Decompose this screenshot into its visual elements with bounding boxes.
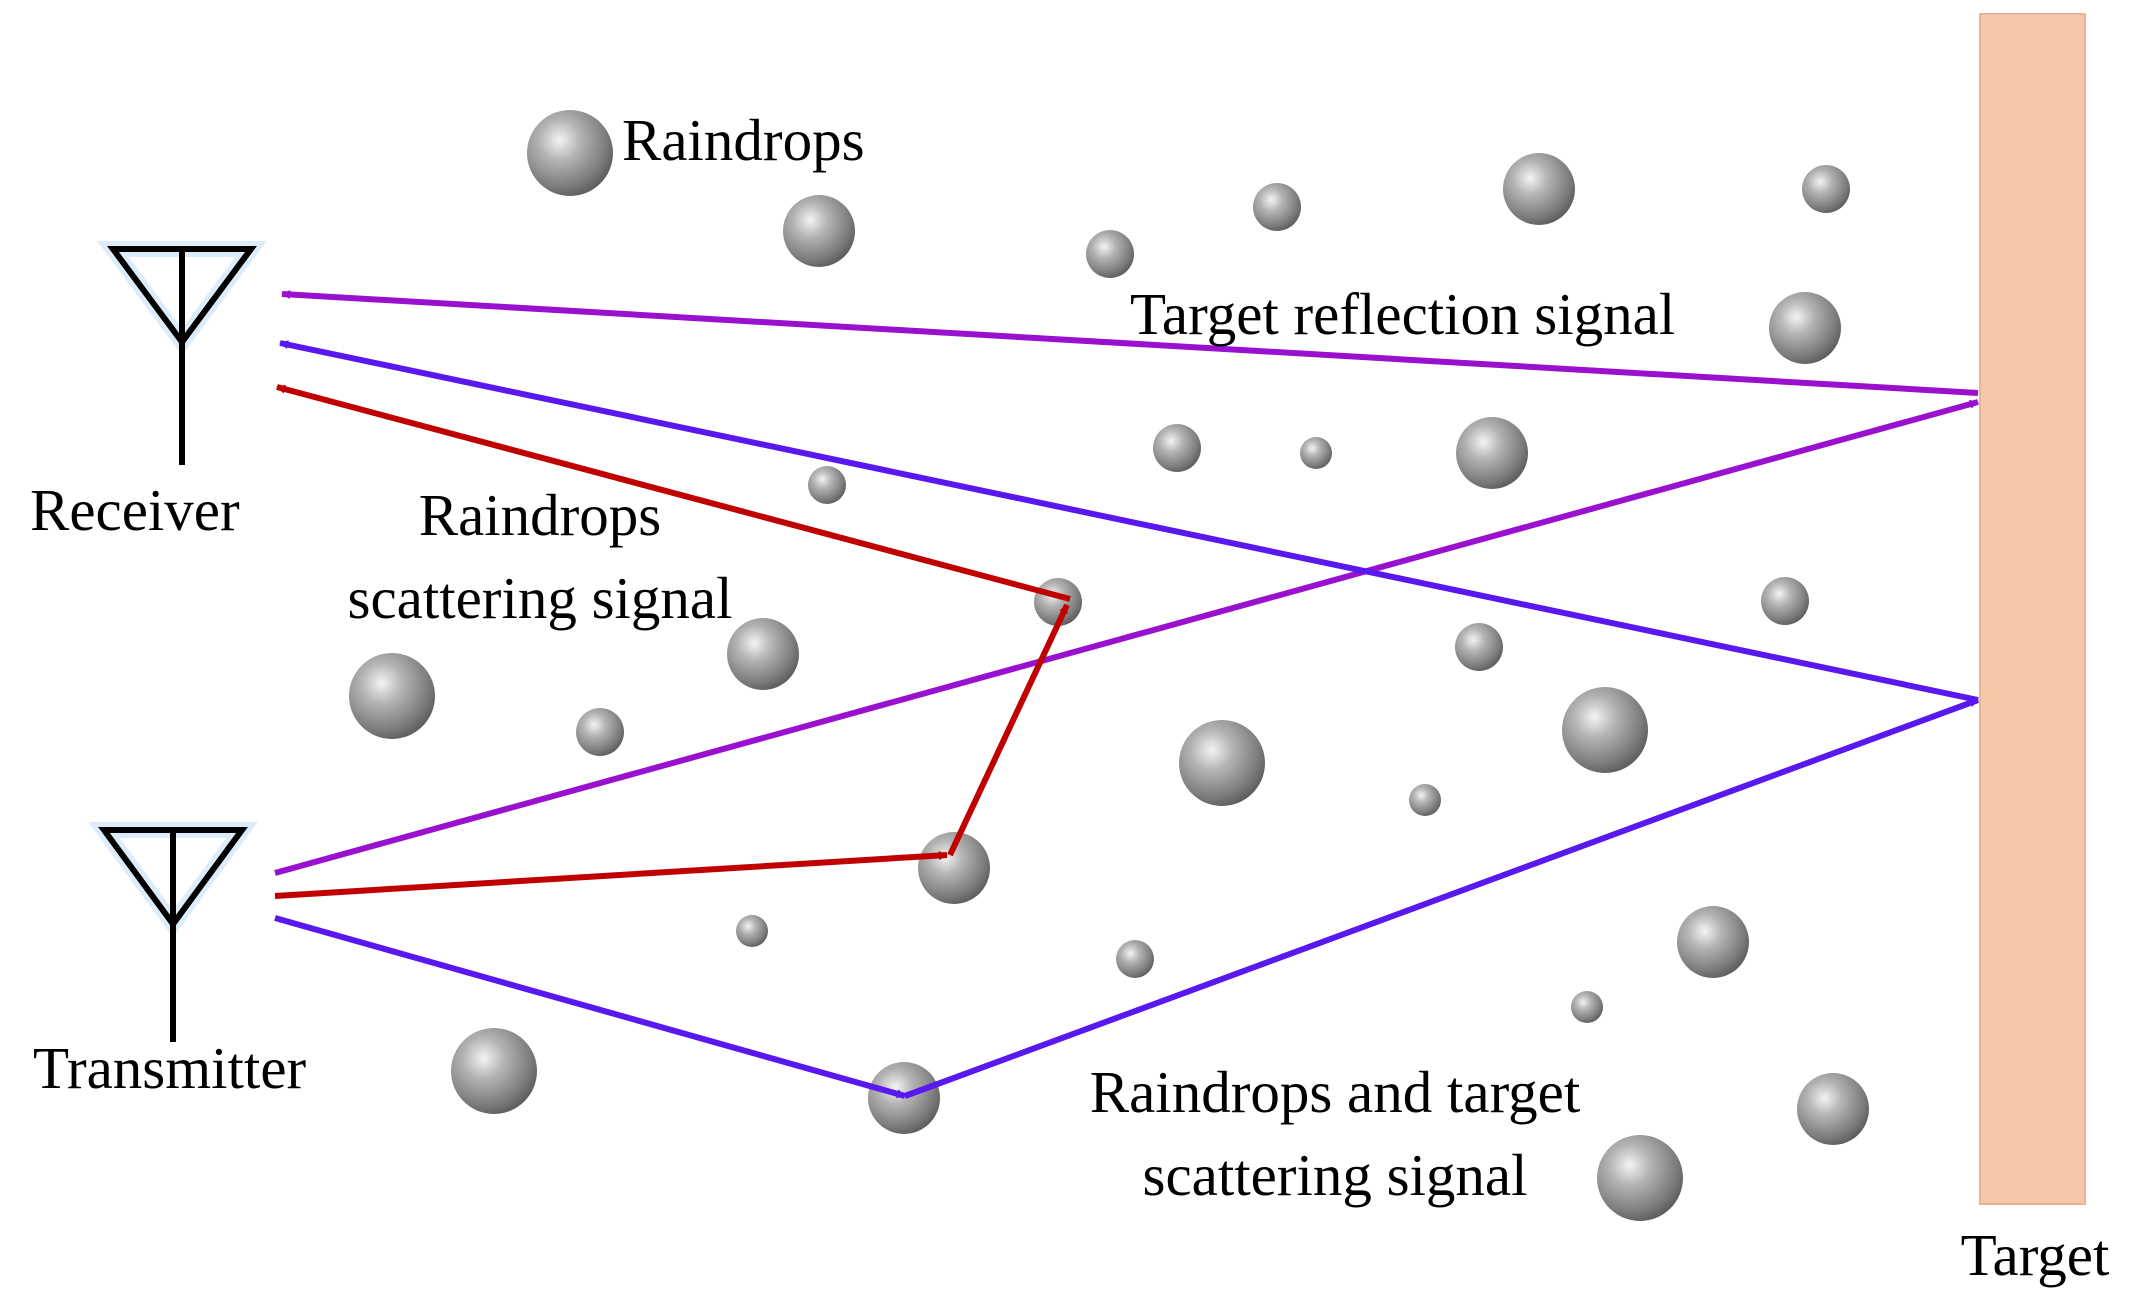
raindrop-icon <box>1597 1135 1683 1221</box>
raindrop-icon <box>349 653 435 739</box>
raindrop-icon <box>1797 1073 1869 1145</box>
label-target: Target <box>1961 1222 2110 1288</box>
raindrop-icon <box>1571 991 1603 1023</box>
raindrop-icon <box>918 832 990 904</box>
raindrop-icon <box>727 618 799 690</box>
raindrop-icon <box>1116 940 1154 978</box>
rs-path-to-second-drop <box>947 603 1070 857</box>
label-receiver: Receiver <box>30 477 240 543</box>
raindrop-icon <box>1409 784 1441 816</box>
label-raindrops-scattering-line1: Raindrops <box>419 482 662 548</box>
raindrops-scattering-signal <box>274 384 1071 899</box>
raindrop-icon <box>527 110 613 196</box>
rt-path-to-raindrop <box>274 915 906 1099</box>
raindrop-icon <box>1455 623 1503 671</box>
label-raindrops-scattering-line2: scattering signal <box>347 565 732 631</box>
reflection-path-outgoing <box>274 399 1979 876</box>
label-transmitter: Transmitter <box>33 1035 307 1101</box>
raindrop-icon <box>1086 230 1134 278</box>
raindrop-icon <box>1769 292 1841 364</box>
raindrop-icon <box>1761 577 1809 625</box>
label-raindrops-target-line1: Raindrops and target <box>1090 1059 1581 1125</box>
label-raindrops-target-line2: scattering signal <box>1142 1142 1527 1208</box>
raindrop-icon <box>576 708 624 756</box>
receiver-antenna-icon <box>97 241 267 465</box>
raindrop-icon <box>1253 183 1301 231</box>
raindrop-icon <box>1300 437 1332 469</box>
label-raindrops: Raindrops <box>622 107 865 173</box>
raindrop-icon <box>1677 906 1749 978</box>
target-panel <box>1979 13 2086 1205</box>
rt-path-to-target <box>903 697 1980 1099</box>
target-reflection-signal <box>274 289 1979 876</box>
raindrop-icon <box>1179 720 1265 806</box>
raindrop-icon <box>1562 687 1648 773</box>
raindrop-icon <box>783 195 855 267</box>
raindrop-icon <box>1456 417 1528 489</box>
raindrop-icon <box>736 915 768 947</box>
label-target-reflection-signal: Target reflection signal <box>1130 281 1675 347</box>
raindrop-icon <box>1503 153 1575 225</box>
raindrops-field <box>349 110 1869 1221</box>
raindrop-icon <box>808 466 846 504</box>
raindrop-icon <box>1802 165 1850 213</box>
raindrop-icon <box>451 1028 537 1114</box>
transmitter-antenna-icon <box>88 822 258 1042</box>
raindrop-icon <box>1153 424 1201 472</box>
reflection-path-return <box>281 289 1979 396</box>
rs-path-to-first-drop <box>274 851 948 899</box>
rt-path-return <box>279 340 1979 703</box>
rs-path-return <box>276 384 1071 602</box>
raindrops-target-scattering-signal <box>274 340 1980 1099</box>
